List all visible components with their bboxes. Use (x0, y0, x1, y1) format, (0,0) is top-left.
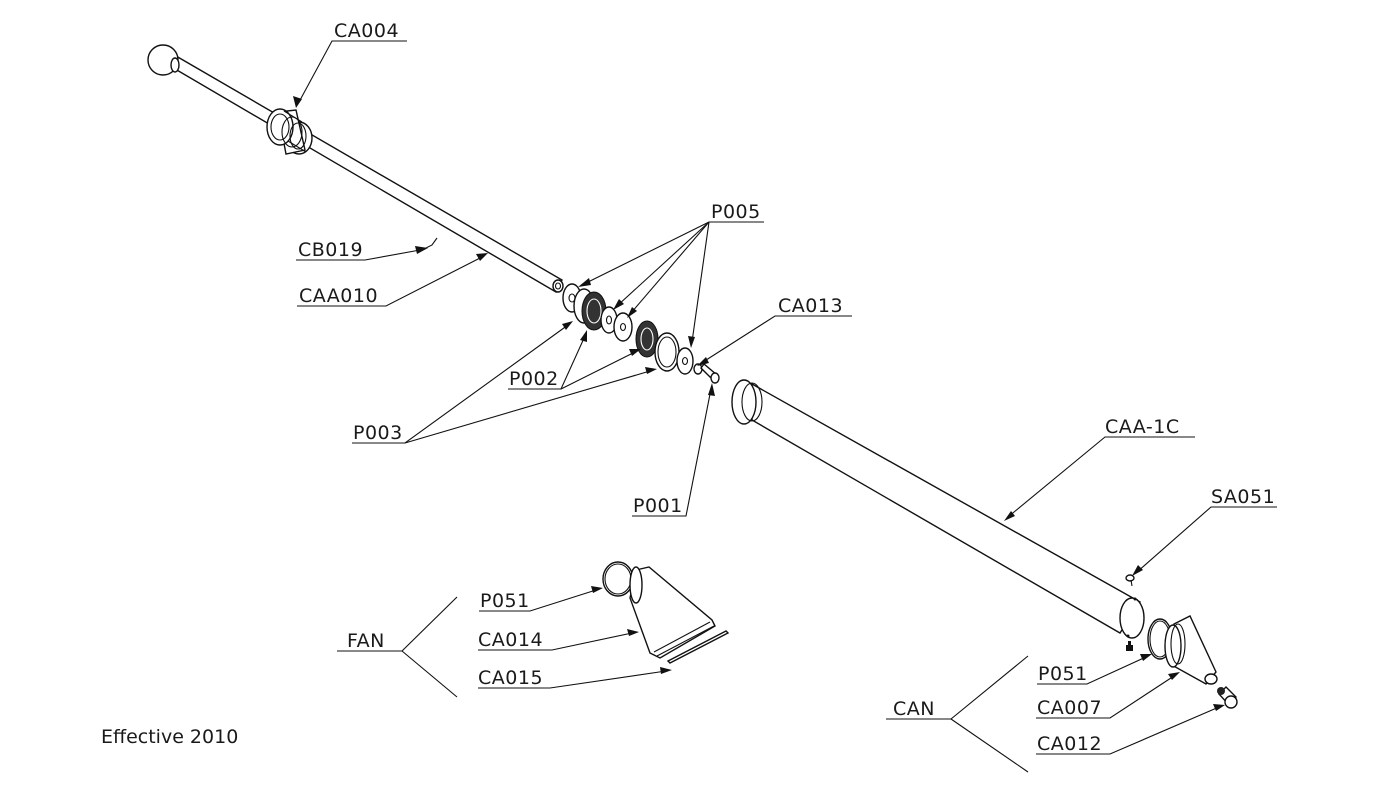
callout-ca004: CA004 (334, 20, 399, 42)
effective-date-note: Effective 2010 (101, 726, 238, 748)
rod-end (552, 279, 564, 293)
washer-p005-4 (676, 347, 694, 375)
filter-stack (562, 283, 720, 384)
washer-p005-3 (613, 312, 633, 342)
group-label-fan: FAN (347, 630, 385, 652)
fan-parts (602, 561, 730, 664)
cap-p003-2 (654, 332, 680, 372)
group-label-can: CAN (893, 698, 935, 720)
bushing-ca004 (266, 108, 313, 155)
strip-ca015 (666, 630, 730, 664)
callout-can-p051: P051 (1038, 663, 1088, 685)
leaders (293, 40, 1277, 773)
housing-ca014 (629, 566, 716, 659)
callout-ca012: CA012 (1037, 733, 1102, 755)
cap-ca012 (1217, 686, 1238, 709)
tube-caa-1c (731, 379, 1145, 639)
callout-ca014: CA014 (478, 629, 543, 651)
callout-sa051: SA051 (1211, 486, 1275, 508)
rod-assembly (147, 44, 564, 293)
callout-cb019: CB019 (298, 239, 363, 261)
callout-p003: P003 (353, 422, 403, 444)
callout-caa010: CAA010 (299, 285, 378, 307)
callout-p001: P001 (633, 495, 683, 517)
callout-ca013: CA013 (778, 295, 843, 317)
callout-p005: P005 (711, 201, 761, 223)
callout-p002: P002 (509, 368, 559, 390)
callout-ca007: CA007 (1037, 697, 1102, 719)
callout-caa-1c: CAA-1C (1105, 416, 1180, 438)
can-parts (1147, 615, 1238, 709)
callout-labels: CA004 CB019 CAA010 P005 CA013 P002 P003 … (101, 20, 1275, 755)
ring-p051-fan (602, 561, 634, 597)
callout-ca015: CA015 (478, 667, 543, 689)
rod-caa010 (169, 55, 563, 293)
screw-small (1126, 641, 1133, 651)
screw-sa051 (1125, 574, 1135, 587)
callout-fan-p051: P051 (480, 590, 530, 612)
